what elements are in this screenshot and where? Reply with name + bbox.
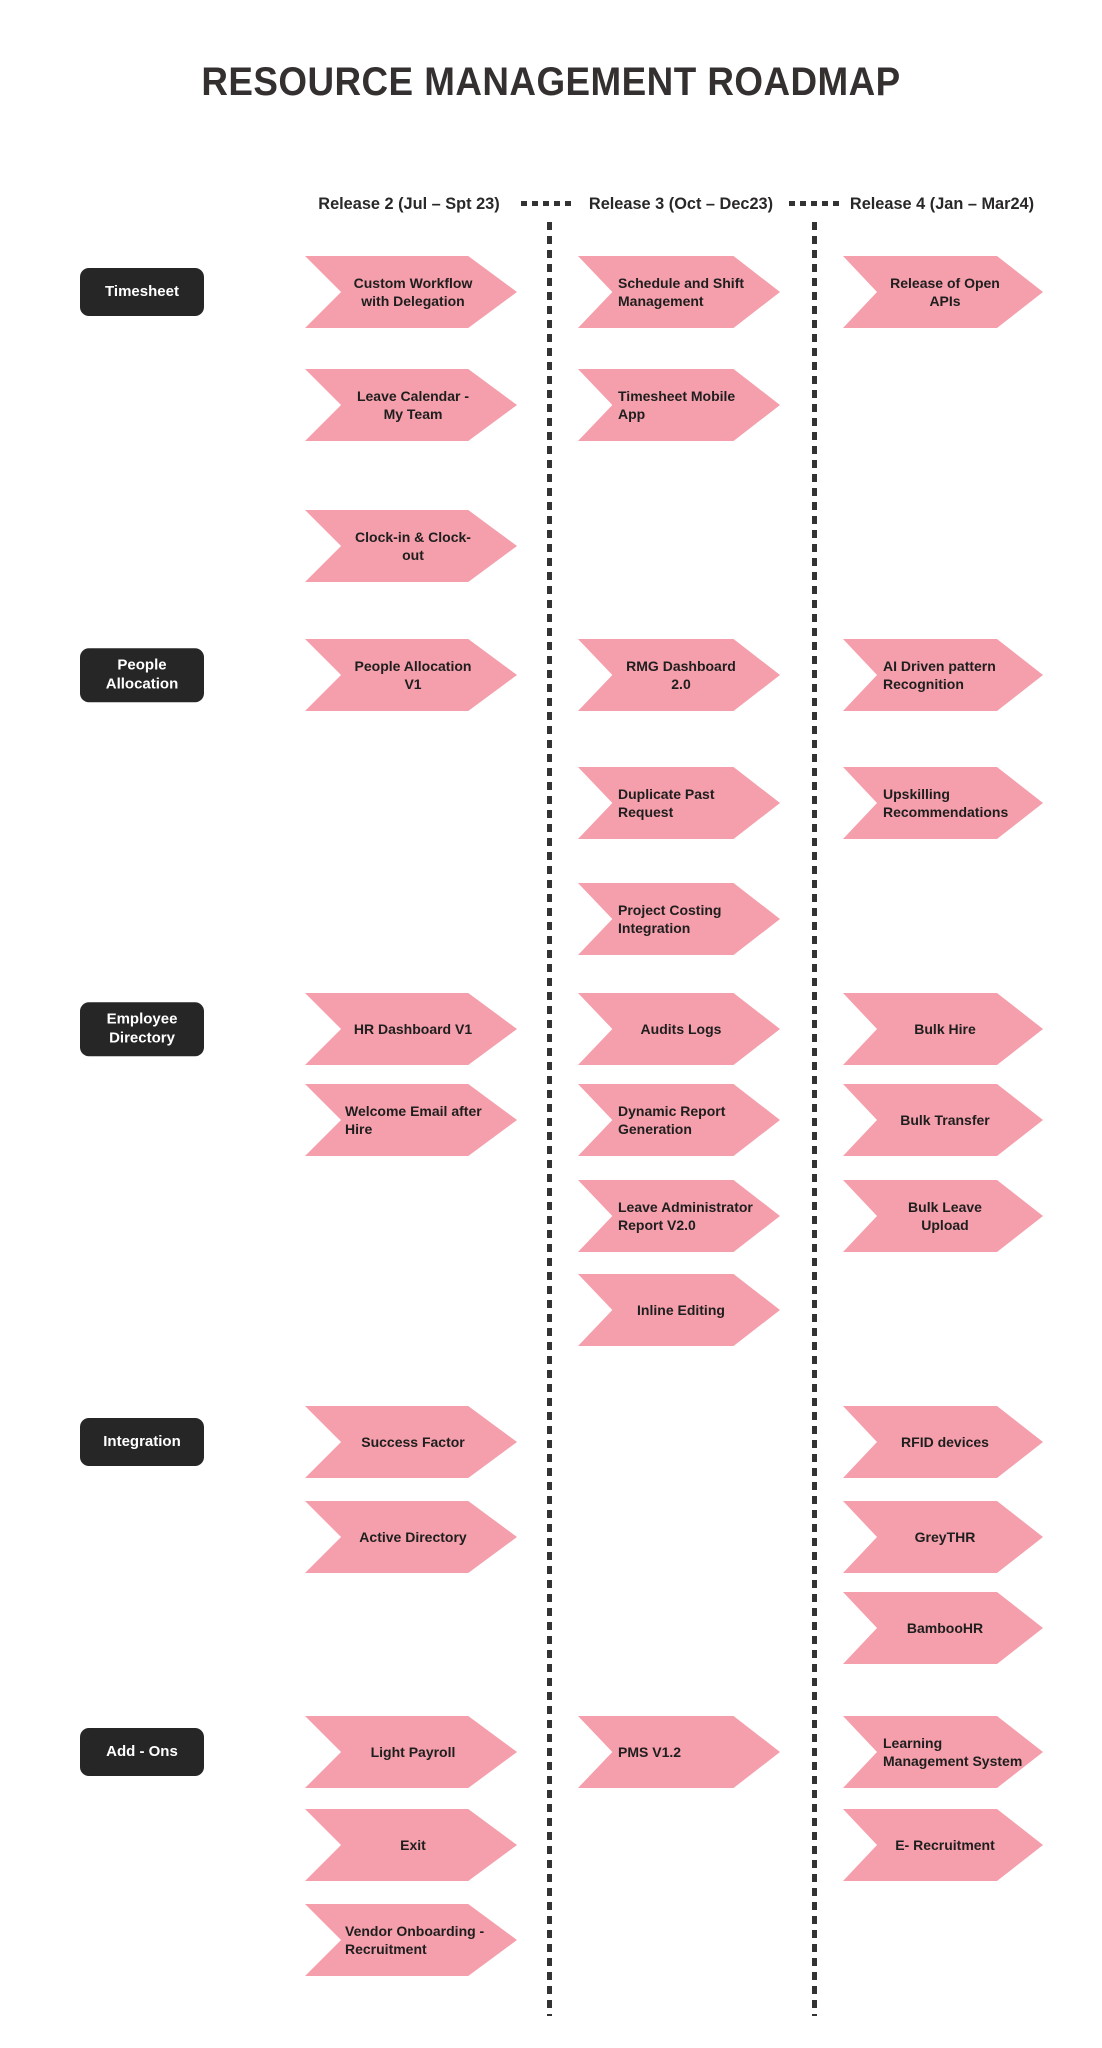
roadmap-row: Welcome Email after Hire Dynamic Report … bbox=[0, 1084, 1102, 1156]
roadmap-row: Leave Administrator Report V2.0 Bulk Lea… bbox=[0, 1180, 1102, 1252]
roadmap-item-arrow: Bulk Leave Upload bbox=[843, 1180, 1043, 1252]
roadmap-row: Duplicate Past Request Upskilling Recomm… bbox=[0, 767, 1102, 839]
item-label: Success Factor bbox=[361, 1433, 465, 1450]
item-label: RFID devices bbox=[901, 1433, 989, 1450]
item-label: E- Recruitment bbox=[895, 1836, 995, 1853]
roadmap-item-arrow: PMS V1.2 bbox=[578, 1716, 780, 1788]
item-label: Leave Calendar - My Team bbox=[356, 387, 470, 422]
category-badge: People Allocation bbox=[80, 648, 204, 702]
roadmap-item-arrow: Inline Editing bbox=[578, 1274, 780, 1346]
roadmap-row: Employee Directory HR Dashboard V1 Audit… bbox=[0, 993, 1102, 1065]
roadmap-row: Project Costing Integration bbox=[0, 883, 1102, 955]
timeline-divider-line bbox=[547, 222, 552, 2016]
roadmap-item-arrow: Exit bbox=[305, 1809, 517, 1881]
item-label: Inline Editing bbox=[637, 1301, 725, 1318]
category-badge: Add - Ons bbox=[80, 1728, 204, 1776]
item-label: Bulk Transfer bbox=[900, 1111, 990, 1128]
item-label: Leave Administrator Report V2.0 bbox=[618, 1198, 753, 1233]
roadmap-item-arrow: Custom Workflow with Delegation bbox=[305, 256, 517, 328]
roadmap-item-arrow: Leave Calendar - My Team bbox=[305, 369, 517, 441]
column-header-release-4: Release 4 (Jan – Mar24) bbox=[849, 194, 1035, 213]
roadmap-item-arrow: Timesheet Mobile App bbox=[578, 369, 780, 441]
item-label: Custom Workflow with Delegation bbox=[353, 274, 473, 309]
roadmap-row: BambooHR bbox=[0, 1592, 1102, 1664]
roadmap-item-arrow: Release of Open APIs bbox=[843, 256, 1043, 328]
item-label: BambooHR bbox=[906, 1619, 984, 1636]
category-label: People Allocation bbox=[105, 656, 179, 692]
roadmap-row: Inline Editing bbox=[0, 1274, 1102, 1346]
item-label: Timesheet Mobile App bbox=[618, 387, 736, 422]
item-label: People Allocation V1 bbox=[354, 657, 472, 692]
category-badge: Employee Directory bbox=[80, 1002, 204, 1056]
roadmap-item-arrow: Light Payroll bbox=[305, 1716, 517, 1788]
item-label: Project Costing Integration bbox=[618, 901, 722, 936]
roadmap-item-arrow: GreyTHR bbox=[843, 1501, 1043, 1573]
roadmap-item-arrow: Clock-in & Clock-out bbox=[305, 510, 517, 582]
item-label: AI Driven pattern Recognition bbox=[883, 657, 996, 692]
category-label: Timesheet bbox=[105, 282, 179, 300]
roadmap-item-arrow: BambooHR bbox=[843, 1592, 1043, 1664]
item-label: Light Payroll bbox=[370, 1743, 456, 1760]
item-label: Bulk Hire bbox=[914, 1020, 976, 1037]
item-label: Upskilling Recommendations bbox=[883, 785, 1009, 820]
item-label: PMS V1.2 bbox=[618, 1743, 682, 1760]
roadmap-item-arrow: Project Costing Integration bbox=[578, 883, 780, 955]
item-label: Dynamic Report Generation bbox=[618, 1102, 726, 1137]
item-label: Schedule and Shift Management bbox=[618, 274, 745, 309]
roadmap-item-arrow: Duplicate Past Request bbox=[578, 767, 780, 839]
roadmap-item-arrow: People Allocation V1 bbox=[305, 639, 517, 711]
roadmap-item-arrow: RMG Dashboard 2.0 bbox=[578, 639, 780, 711]
roadmap-item-arrow: Welcome Email after Hire bbox=[305, 1084, 517, 1156]
item-label: GreyTHR bbox=[914, 1528, 976, 1545]
roadmap-row: Active Directory GreyTHR bbox=[0, 1501, 1102, 1573]
category-label: Employee Directory bbox=[106, 1010, 178, 1046]
roadmap-row: Clock-in & Clock-out bbox=[0, 510, 1102, 582]
item-label: Vendor Onboarding - Recruitment bbox=[345, 1922, 485, 1957]
roadmap-row: Vendor Onboarding - Recruitment bbox=[0, 1904, 1102, 1976]
roadmap-row: Timesheet Custom Workflow with Delegatio… bbox=[0, 256, 1102, 328]
item-label: Duplicate Past Request bbox=[618, 785, 715, 820]
roadmap-row: Exit E- Recruitment bbox=[0, 1809, 1102, 1881]
roadmap-item-arrow: RFID devices bbox=[843, 1406, 1043, 1478]
category-label: Add - Ons bbox=[106, 1742, 178, 1760]
roadmap-item-arrow: Leave Administrator Report V2.0 bbox=[578, 1180, 780, 1252]
item-label: HR Dashboard V1 bbox=[353, 1020, 473, 1037]
item-label: Exit bbox=[400, 1836, 426, 1853]
roadmap-item-arrow: Schedule and Shift Management bbox=[578, 256, 780, 328]
category-badge: Integration bbox=[80, 1418, 204, 1466]
item-label: Clock-in & Clock-out bbox=[355, 528, 471, 563]
roadmap-item-arrow: Bulk Hire bbox=[843, 993, 1043, 1065]
page-title: RESOURCE MANAGEMENT ROADMAP bbox=[201, 60, 901, 104]
item-label: Audits Logs bbox=[640, 1020, 722, 1037]
roadmap-row: Leave Calendar - My Team Timesheet Mobil… bbox=[0, 369, 1102, 441]
roadmap-item-arrow: Success Factor bbox=[305, 1406, 517, 1478]
column-header-release-2: Release 2 (Jul – Spt 23) bbox=[318, 194, 500, 213]
item-label: RMG Dashboard 2.0 bbox=[626, 657, 736, 692]
roadmap-item-arrow: Dynamic Report Generation bbox=[578, 1084, 780, 1156]
roadmap-item-arrow: Upskilling Recommendations bbox=[843, 767, 1043, 839]
roadmap-item-arrow: Vendor Onboarding - Recruitment bbox=[305, 1904, 517, 1976]
header-dash-separator bbox=[521, 201, 571, 206]
roadmap-row: Integration Success Factor RFID devices bbox=[0, 1406, 1102, 1478]
header-dash-separator bbox=[789, 201, 839, 206]
category-badge: Timesheet bbox=[80, 268, 204, 316]
roadmap-row: Add - Ons Light Payroll PMS V1.2 Learnin… bbox=[0, 1716, 1102, 1788]
roadmap-item-arrow: Active Directory bbox=[305, 1501, 517, 1573]
roadmap-item-arrow: Learning Management System bbox=[843, 1716, 1043, 1788]
roadmap-item-arrow: HR Dashboard V1 bbox=[305, 993, 517, 1065]
roadmap-item-arrow: Audits Logs bbox=[578, 993, 780, 1065]
roadmap-item-arrow: E- Recruitment bbox=[843, 1809, 1043, 1881]
roadmap-row: People Allocation People Allocation V1 R… bbox=[0, 639, 1102, 711]
item-label: Active Directory bbox=[359, 1528, 467, 1545]
item-label: Welcome Email after Hire bbox=[345, 1102, 482, 1137]
category-label: Integration bbox=[103, 1432, 181, 1450]
column-header-release-3: Release 3 (Oct – Dec23) bbox=[588, 194, 774, 213]
roadmap-item-arrow: AI Driven pattern Recognition bbox=[843, 639, 1043, 711]
item-label: Bulk Leave Upload bbox=[908, 1198, 982, 1233]
item-label: Release of Open APIs bbox=[890, 274, 1000, 309]
timeline-divider-line bbox=[812, 222, 817, 2016]
roadmap-item-arrow: Bulk Transfer bbox=[843, 1084, 1043, 1156]
item-label: Learning Management System bbox=[883, 1734, 1023, 1769]
